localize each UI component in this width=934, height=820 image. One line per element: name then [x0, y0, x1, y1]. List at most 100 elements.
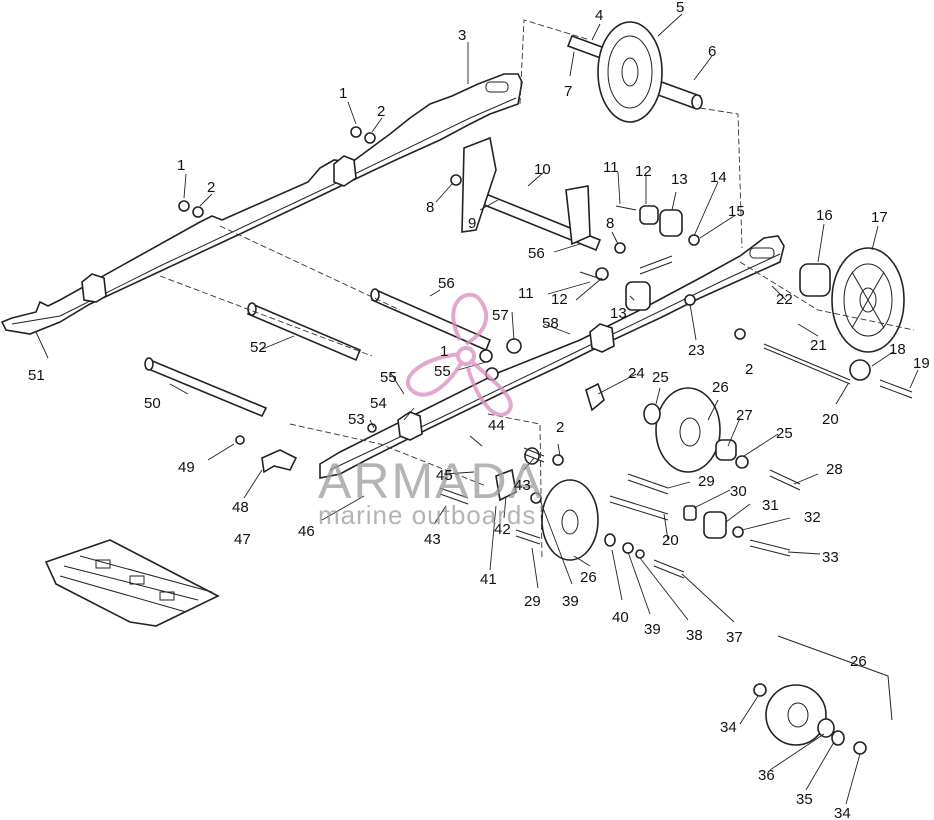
callout-43b: 43	[514, 477, 531, 494]
callout-24: 24	[628, 365, 645, 382]
bolts	[439, 205, 913, 579]
callout-47: 47	[234, 531, 251, 548]
callout-29a: 29	[698, 473, 715, 490]
callout-34b: 34	[834, 805, 851, 820]
leader-lines	[35, 13, 919, 805]
wheel-17	[831, 247, 905, 353]
watermark-brand: ARMADA	[318, 453, 544, 509]
callout-22: 22	[776, 291, 793, 308]
callout-11b: 11	[518, 285, 534, 302]
callout-2a: 2	[377, 103, 385, 120]
callout-54: 54	[370, 395, 387, 412]
callout-45: 45	[436, 467, 453, 484]
callout-25a: 25	[652, 369, 669, 386]
callout-43a: 43	[424, 531, 441, 548]
wheel-26-lower	[541, 479, 599, 561]
slider-block	[81, 273, 107, 303]
callout-26b: 26	[580, 569, 597, 586]
callout-1c: 1	[440, 343, 448, 360]
callout-12b: 12	[551, 291, 568, 308]
callout-56a: 56	[528, 245, 545, 262]
callout-48: 48	[232, 499, 249, 516]
watermark: ARMADA marine outboards	[318, 292, 544, 530]
callout-58: 58	[542, 315, 559, 332]
callout-41: 41	[480, 571, 497, 588]
callout-10: 10	[534, 161, 551, 178]
callout-39a: 39	[562, 593, 579, 610]
callout-17: 17	[871, 209, 888, 226]
callout-44: 44	[488, 417, 505, 434]
callout-29b: 29	[524, 593, 541, 610]
callout-7: 7	[564, 83, 572, 100]
callout-5: 5	[676, 0, 684, 16]
callout-53: 53	[348, 411, 365, 428]
callout-14: 14	[710, 169, 727, 186]
callout-38: 38	[686, 627, 703, 644]
front-rail-assembly	[319, 235, 785, 479]
wheel-5	[597, 21, 663, 123]
callout-8a: 8	[426, 199, 434, 216]
callout-32: 32	[804, 509, 821, 526]
callout-labels: 1 1 1 2 2 2 2 3 4 5 6 7 8 8 9 10 11 11 1…	[28, 0, 930, 820]
callout-50: 50	[144, 395, 161, 412]
callout-6: 6	[708, 43, 716, 60]
callout-42: 42	[494, 521, 511, 538]
shaft-50	[144, 357, 268, 418]
callout-51: 51	[28, 367, 45, 384]
callout-15: 15	[728, 203, 745, 220]
callout-16: 16	[816, 207, 833, 224]
callout-11a: 11	[603, 159, 619, 176]
callout-56b: 56	[438, 275, 455, 292]
shaft-52	[246, 302, 362, 362]
callout-21: 21	[810, 337, 827, 354]
callout-31: 31	[762, 497, 779, 514]
callout-52: 52	[250, 339, 267, 356]
callout-39b: 39	[644, 621, 661, 638]
callout-13a: 13	[671, 171, 688, 188]
front-slider-block	[589, 323, 615, 353]
callout-18: 18	[889, 341, 906, 358]
callout-1b: 1	[177, 157, 185, 174]
callout-9: 9	[468, 215, 476, 232]
callout-2b: 2	[207, 179, 215, 196]
callout-34a: 34	[720, 719, 737, 736]
callout-20a: 20	[822, 411, 839, 428]
callout-40: 40	[612, 609, 629, 626]
watermark-propeller-icon	[406, 292, 513, 417]
callout-19: 19	[913, 355, 930, 372]
callout-20b: 20	[662, 532, 679, 549]
callout-30: 30	[730, 483, 747, 500]
callout-28: 28	[826, 461, 843, 478]
callout-27: 27	[736, 407, 753, 424]
callout-57: 57	[492, 307, 509, 324]
callout-35: 35	[796, 791, 813, 808]
callout-36: 36	[758, 767, 775, 784]
small-parts	[178, 126, 871, 559]
callout-25b: 25	[776, 425, 793, 442]
callout-37: 37	[726, 629, 743, 646]
callout-2d: 2	[556, 419, 564, 436]
callout-8b: 8	[606, 215, 614, 232]
callout-55b: 55	[434, 363, 451, 380]
callout-4: 4	[595, 7, 603, 24]
callout-49: 49	[178, 459, 195, 476]
callout-2c: 2	[745, 361, 753, 378]
callout-13b: 13	[610, 305, 627, 322]
wheel-26-upper	[655, 387, 721, 473]
callout-33: 33	[822, 549, 839, 566]
callout-46: 46	[298, 523, 315, 540]
guard-plate-47	[44, 539, 220, 627]
callout-1a: 1	[339, 85, 347, 102]
callout-26c: 26	[850, 653, 867, 670]
callout-3: 3	[458, 27, 466, 44]
reference-lines	[159, 19, 915, 721]
rear-rail-assembly	[0, 73, 523, 335]
callout-26a: 26	[712, 379, 729, 396]
callout-12a: 12	[635, 163, 652, 180]
callout-23: 23	[688, 342, 705, 359]
wheel-26-detail	[753, 683, 867, 755]
watermark-tagline: marine outboards	[318, 500, 536, 530]
callout-55a: 55	[380, 369, 397, 386]
